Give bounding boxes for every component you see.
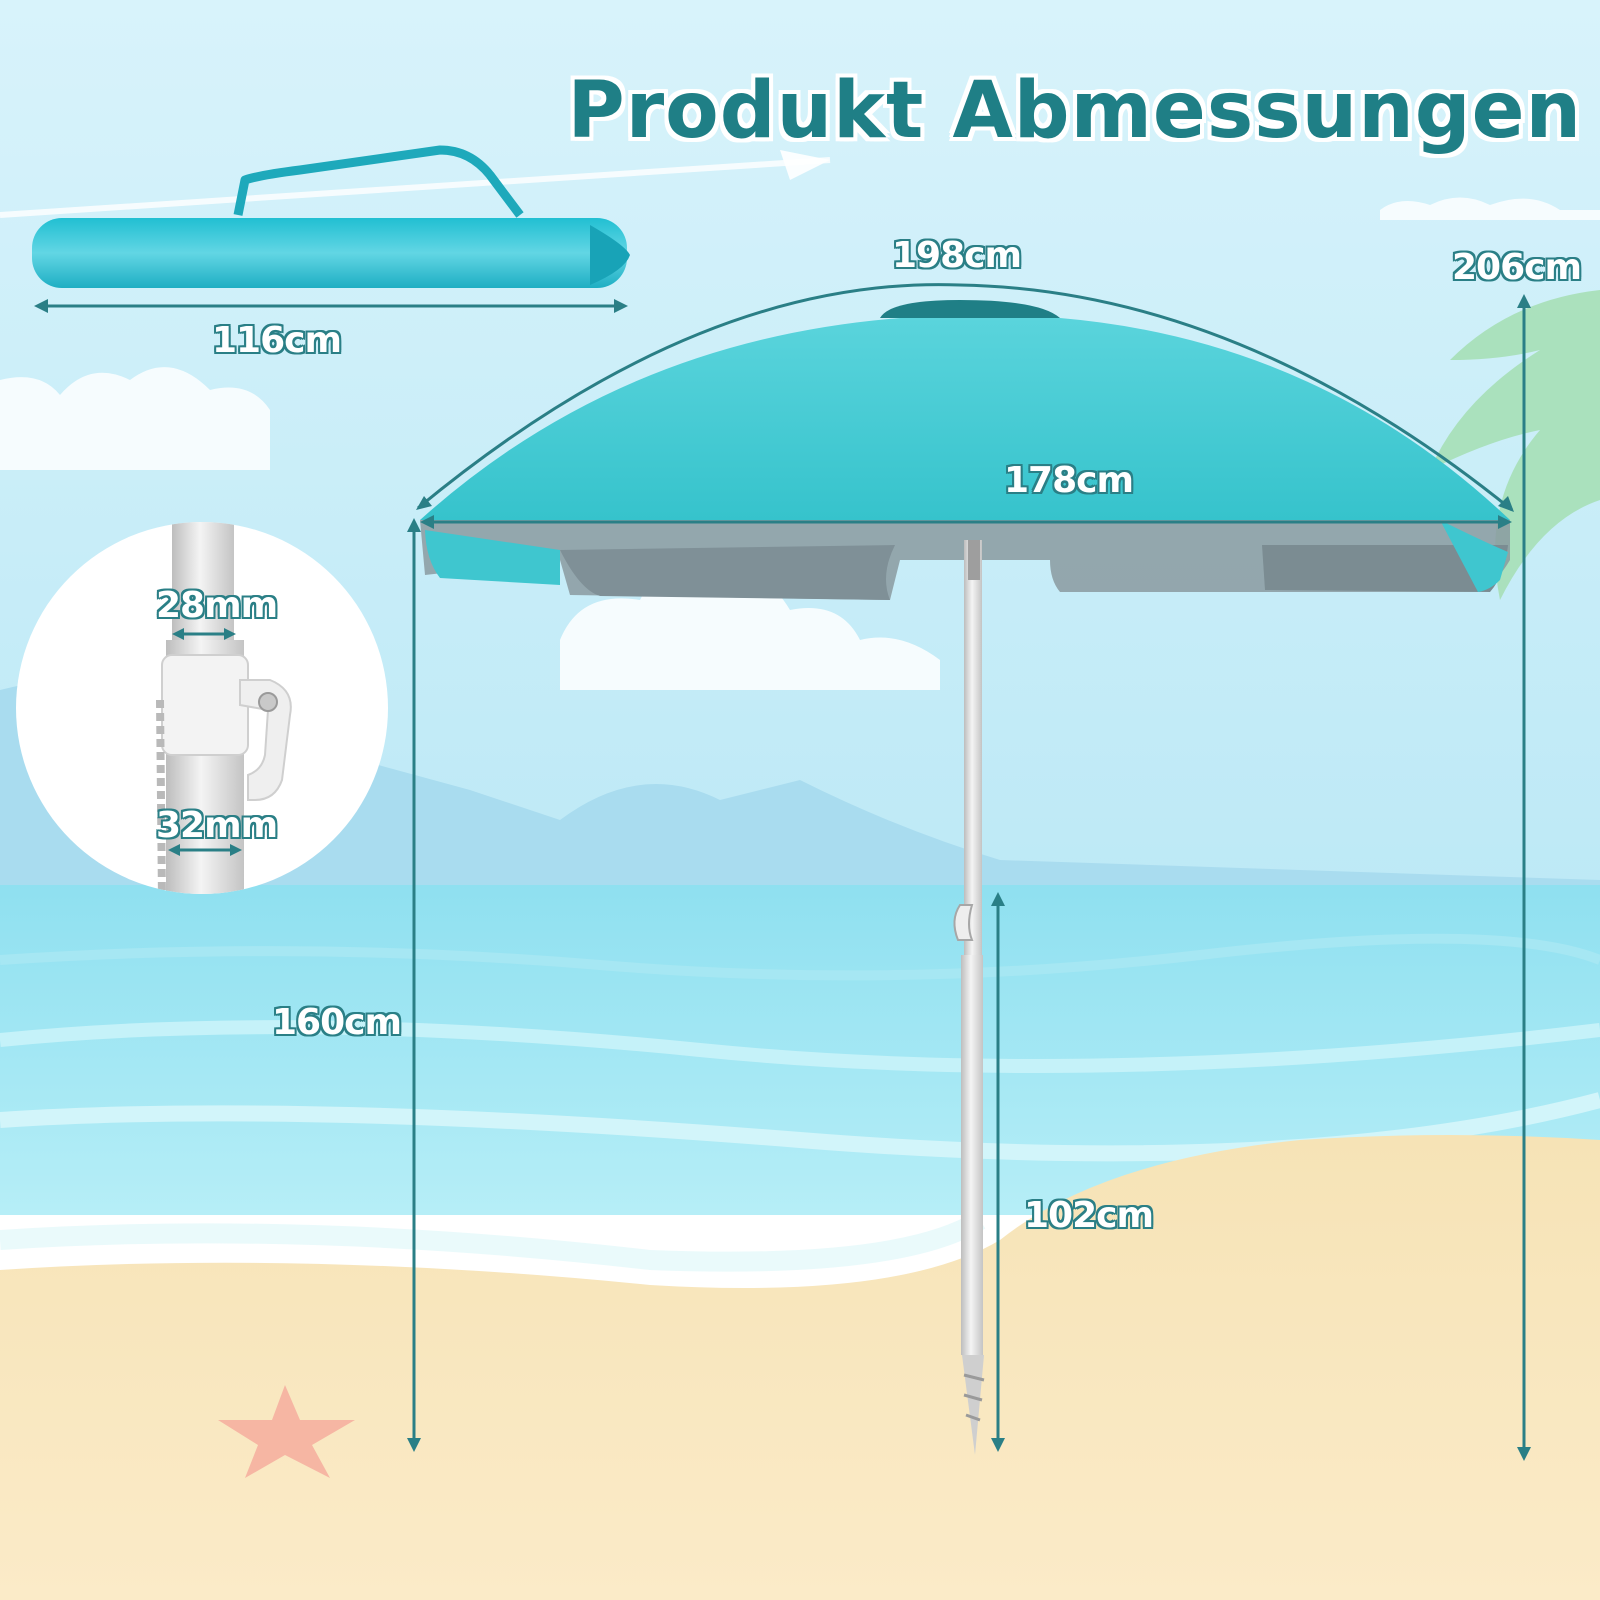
page-title: Produkt Abmessungen — [567, 66, 1582, 156]
sand — [0, 1135, 1600, 1600]
bag-length-label: 116cm — [212, 320, 342, 361]
cloud-left — [0, 367, 270, 470]
total-height-label: 206cm — [1452, 247, 1582, 288]
starfish-icon — [218, 1385, 355, 1478]
upper-pole-diameter-label: 28mm — [156, 585, 278, 626]
arc-span-label: 198cm — [892, 235, 1022, 276]
mountains — [0, 677, 1600, 900]
carrying-bag — [32, 145, 630, 288]
umbrella-pole — [953, 540, 985, 1455]
lower-pole-diameter-label: 32mm — [156, 805, 278, 846]
canopy-diameter-label: 178cm — [1004, 460, 1134, 501]
cloud-center — [560, 573, 940, 690]
bag-strap — [233, 145, 524, 218]
cloud-right — [1380, 197, 1600, 220]
palm-leaves — [1430, 290, 1600, 600]
dimension-lines — [34, 283, 1531, 1461]
lower-pole-length-label: 102cm — [1024, 1195, 1154, 1236]
clearance-height-label: 160cm — [272, 1002, 402, 1043]
